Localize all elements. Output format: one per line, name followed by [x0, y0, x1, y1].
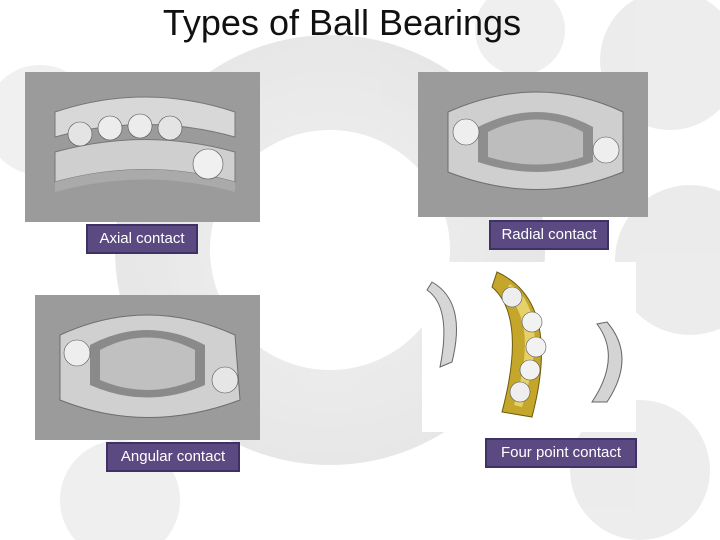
radial-contact-image	[418, 72, 648, 217]
axial-contact-label: Axial contact	[86, 224, 198, 254]
angular-contact-image	[35, 295, 260, 440]
axial-contact-image	[25, 72, 260, 222]
slide-title: Types of Ball Bearings	[162, 2, 522, 43]
angular-contact-label: Angular contact	[106, 442, 240, 472]
four-point-contact-label: Four point contact	[485, 438, 637, 468]
four-point-contact-image	[422, 262, 636, 432]
radial-contact-label: Radial contact	[489, 220, 609, 250]
